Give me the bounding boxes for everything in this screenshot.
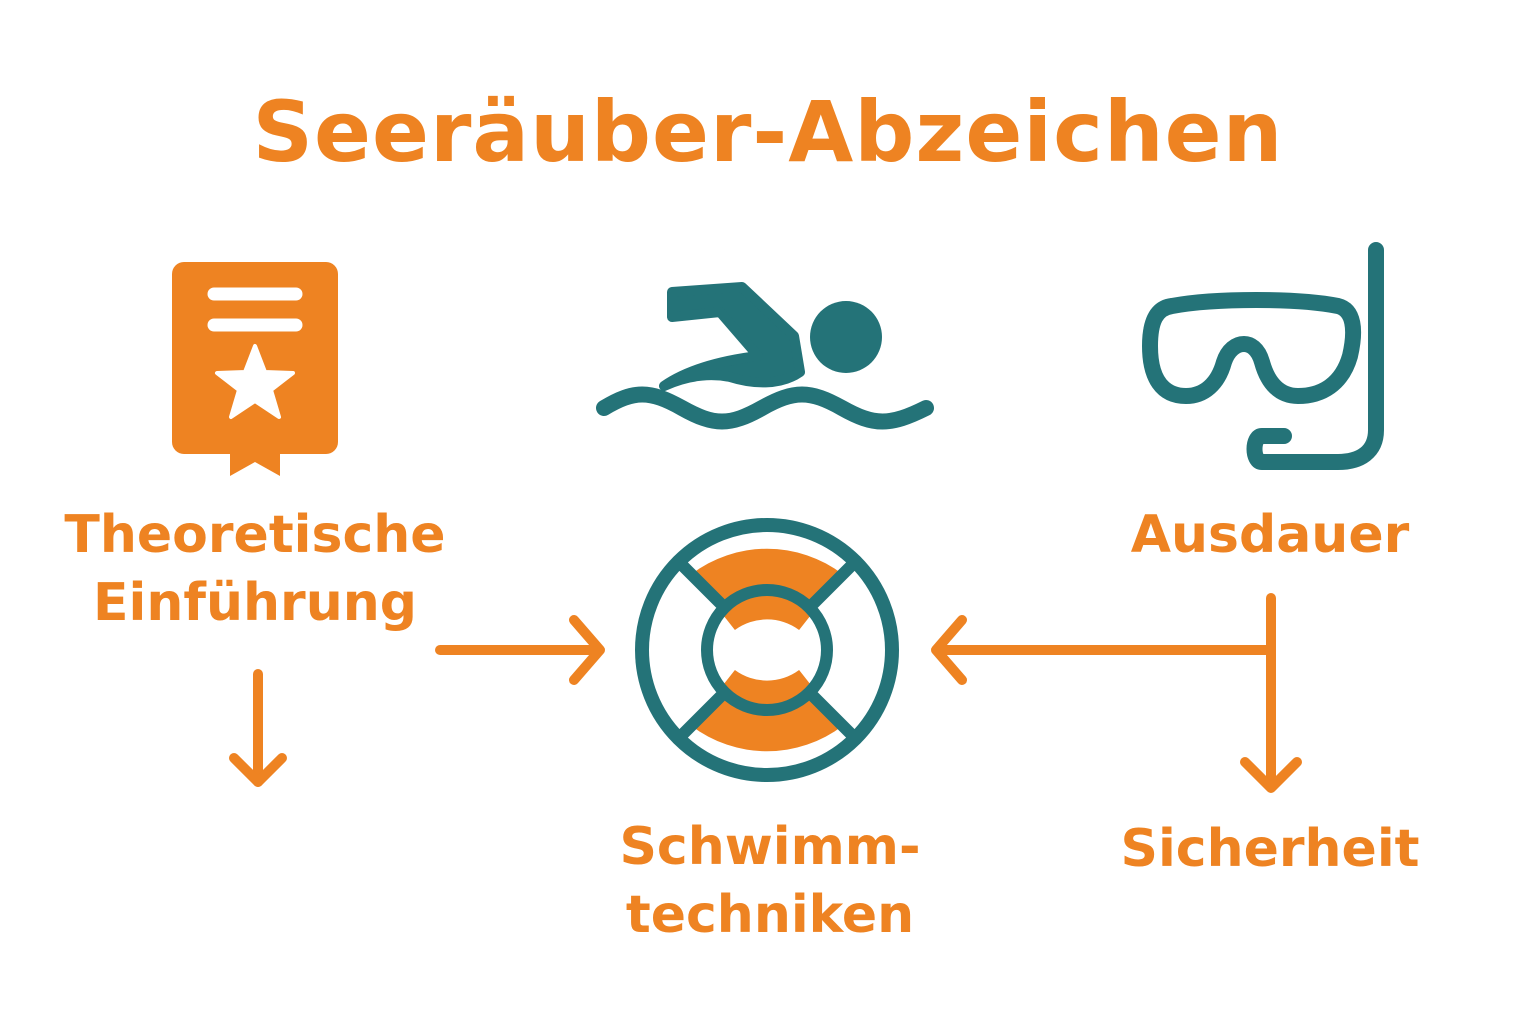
swimmer-icon: [596, 282, 934, 430]
label-line: Schwimm-: [619, 817, 921, 877]
label-line: Ausdauer: [1130, 505, 1410, 565]
certificate-star-icon: [172, 262, 338, 476]
node-label-ausdauer: Ausdauer: [1050, 502, 1490, 570]
arrow-endurance-to-techniques: [931, 615, 1276, 685]
label-line: Einführung: [93, 572, 417, 633]
arrow-theory-to-techniques: [435, 615, 605, 685]
label-line: Sicherheit: [1120, 819, 1420, 879]
node-label-theoretische-einfuehrung: Theoretische Einführung: [30, 502, 480, 637]
diagram-title: Seeräuber-Abzeichen: [252, 83, 1284, 181]
arrow-endurance-to-safety: [1240, 593, 1302, 793]
node-label-sicherheit: Sicherheit: [1050, 816, 1490, 884]
arrow-theory-down: [229, 669, 287, 787]
lifebuoy-icon: [635, 518, 899, 782]
node-label-schwimmtechniken: Schwimm- techniken: [540, 814, 1000, 949]
label-line: techniken: [625, 884, 915, 945]
label-line: Theoretische: [64, 505, 446, 565]
snorkel-mask-icon: [1142, 242, 1384, 470]
